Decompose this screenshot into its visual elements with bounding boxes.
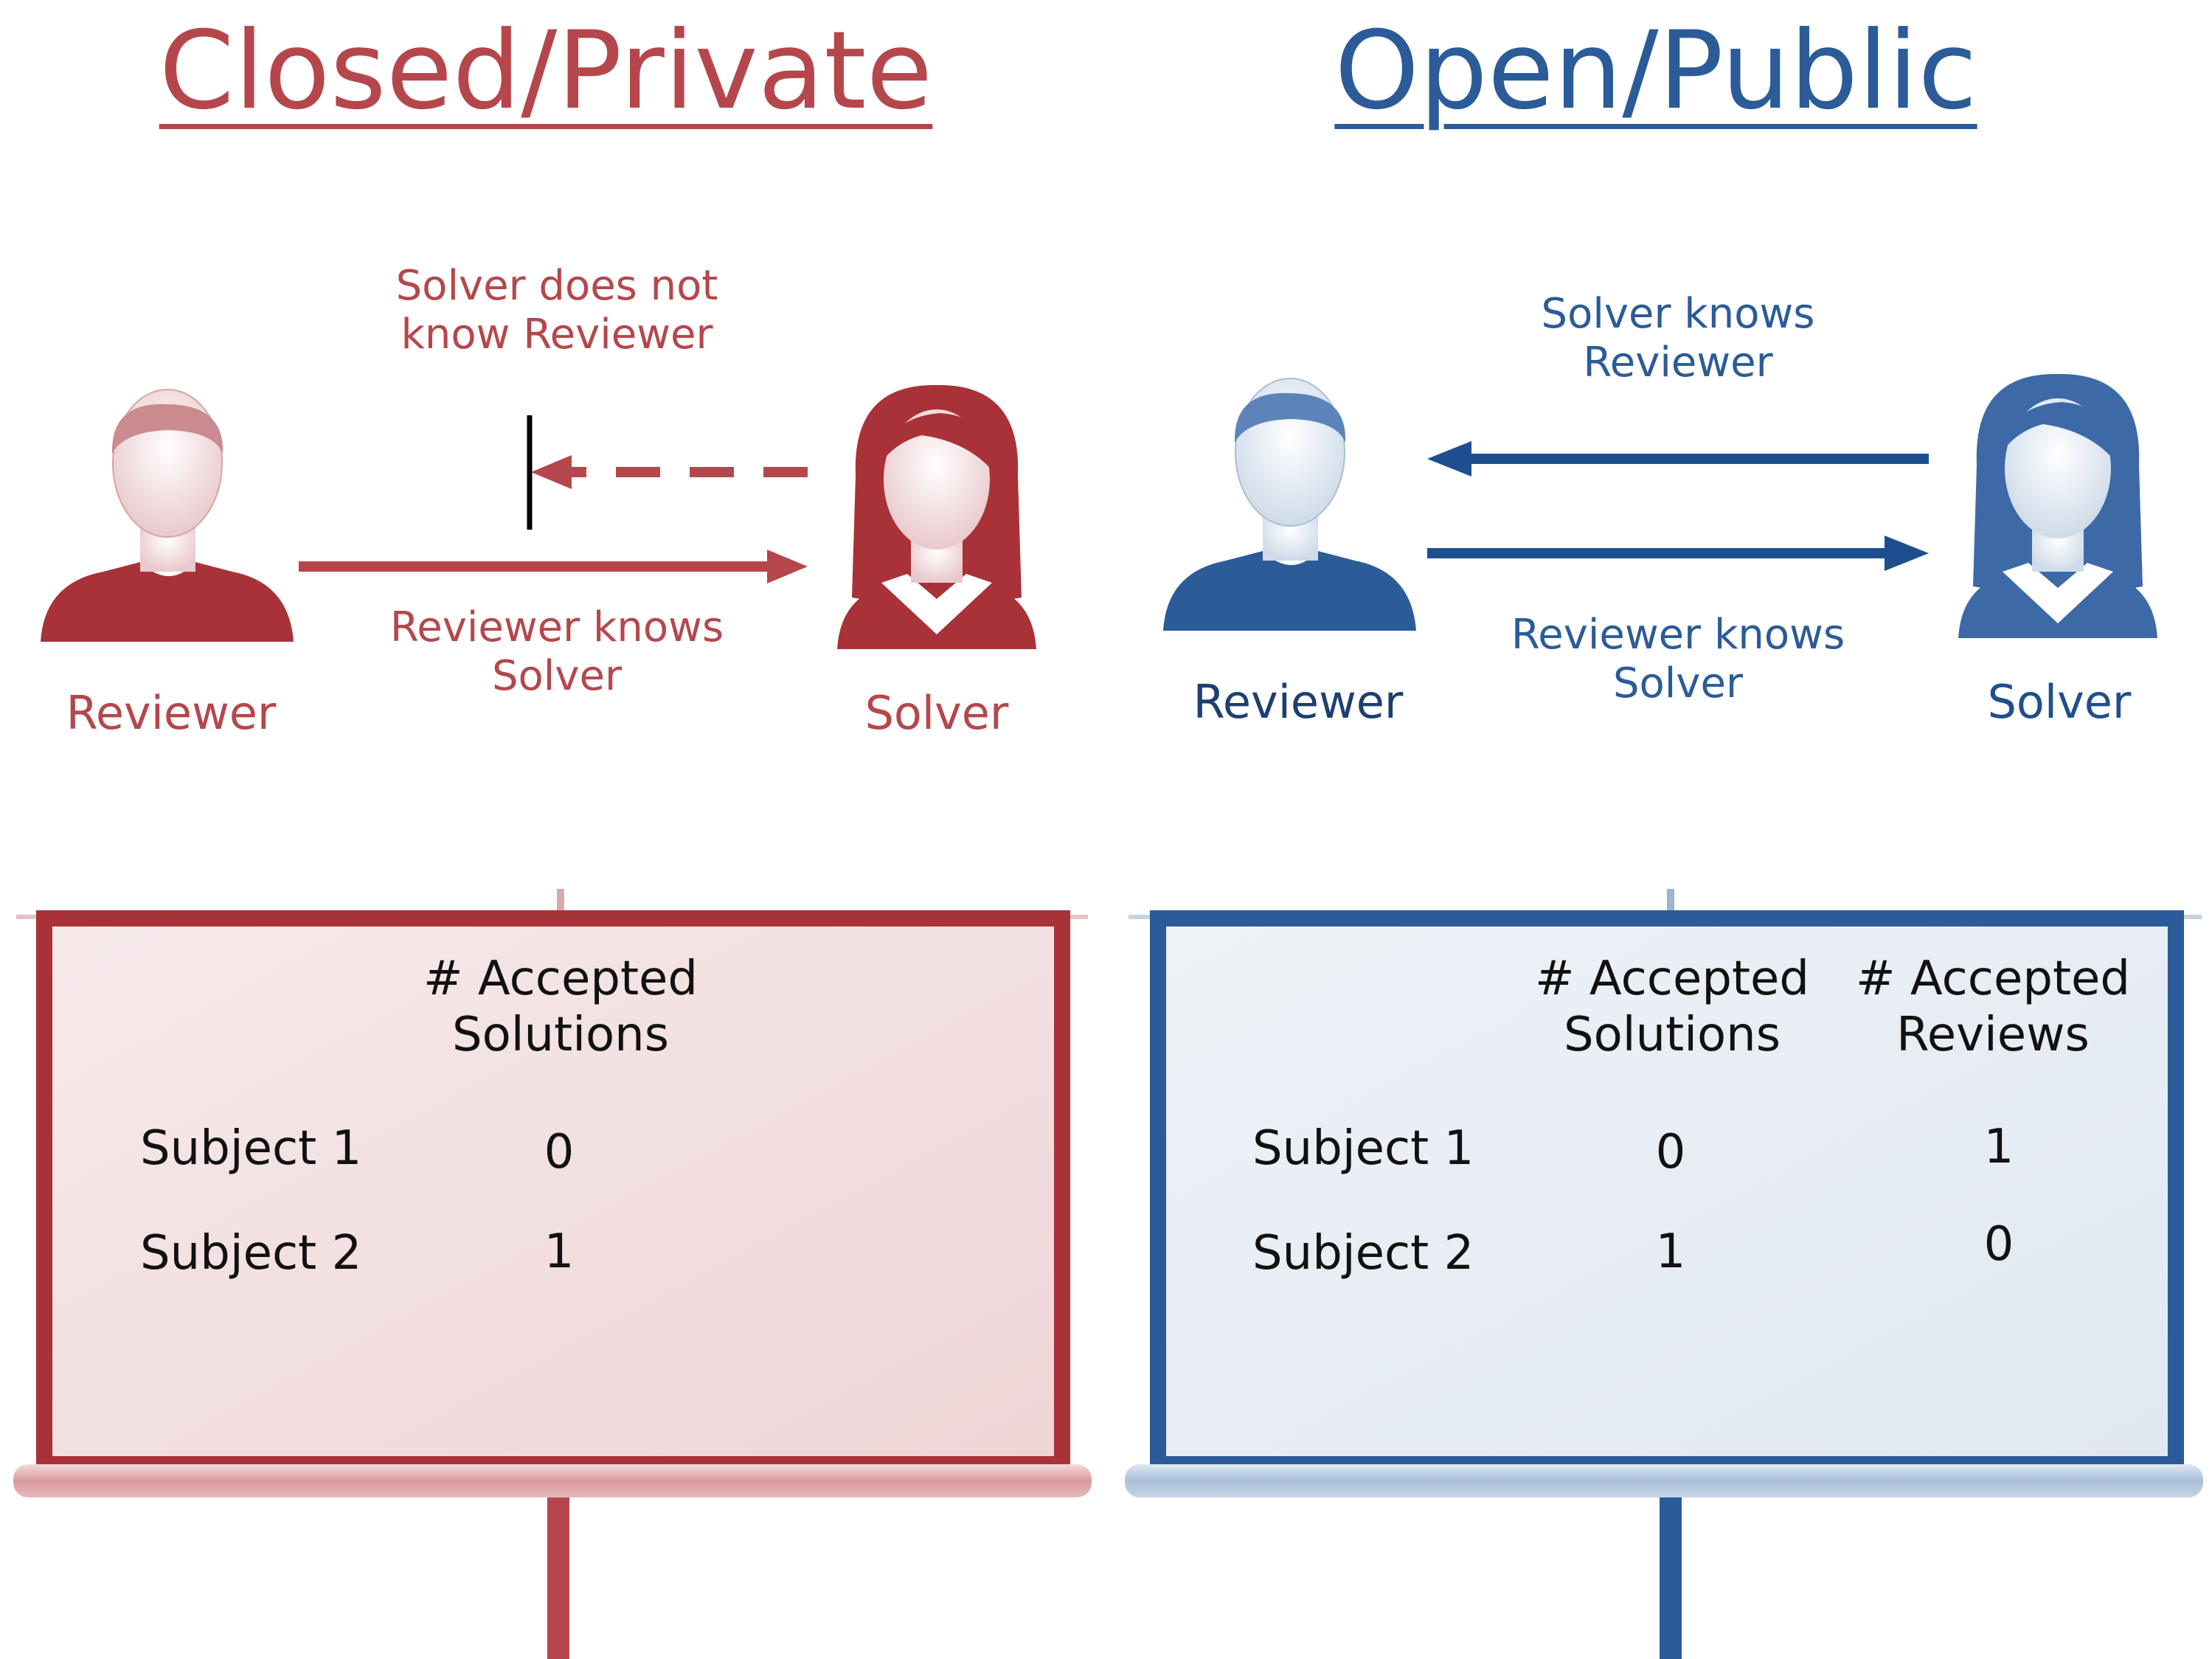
- left-row2-subject: Subject 2: [140, 1226, 362, 1281]
- right-col-header-solutions: # Accepted Solutions: [1534, 952, 1810, 1062]
- right-row1-subject: Subject 1: [1252, 1121, 1474, 1176]
- left-reviewer-person-icon: [41, 389, 294, 642]
- left-solver-label: Solver: [864, 686, 1009, 740]
- left-reviewer-label: Reviewer: [66, 686, 277, 740]
- right-solver-label: Solver: [1987, 675, 2132, 729]
- left-row1-solutions: 0: [544, 1125, 575, 1180]
- left-projector-screen-icon: [13, 889, 1092, 1659]
- right-row1-reviews: 1: [1983, 1120, 2014, 1174]
- left-row2-solutions: 1: [544, 1225, 575, 1279]
- right-reviewer-label: Reviewer: [1193, 675, 1404, 729]
- right-row1-solutions: 0: [1655, 1125, 1686, 1180]
- right-right-arrow-icon: [1427, 536, 1929, 571]
- right-left-arrow-icon: [1427, 441, 1929, 477]
- right-reviewer-person-icon: [1163, 378, 1416, 631]
- right-row2-subject: Subject 2: [1252, 1226, 1474, 1281]
- left-solid-arrow-icon: [299, 550, 808, 583]
- right-top-note: Solver knows Reviewer: [1541, 290, 1815, 387]
- right-projector-screen-icon: [1125, 889, 2203, 1659]
- left-title: Closed/Private: [159, 8, 933, 134]
- left-bottom-note: Reviewer knows Solver: [389, 603, 724, 701]
- right-bottom-note: Reviewer knows Solver: [1511, 611, 1845, 708]
- left-top-note: Solver does not know Reviewer: [395, 262, 718, 359]
- right-row2-solutions: 1: [1655, 1225, 1686, 1279]
- left-solver-person-icon: [837, 384, 1036, 649]
- left-col-header-solutions: # Accepted Solutions: [423, 952, 698, 1062]
- left-dashed-arrow-icon: [531, 455, 808, 489]
- right-col-header-reviews: # Accepted Reviews: [1855, 952, 2131, 1062]
- right-title: Open/Public: [1334, 8, 1977, 134]
- left-row1-subject: Subject 1: [140, 1121, 362, 1176]
- right-row2-reviews: 0: [1983, 1217, 2014, 1272]
- right-solver-person-icon: [1958, 373, 2157, 638]
